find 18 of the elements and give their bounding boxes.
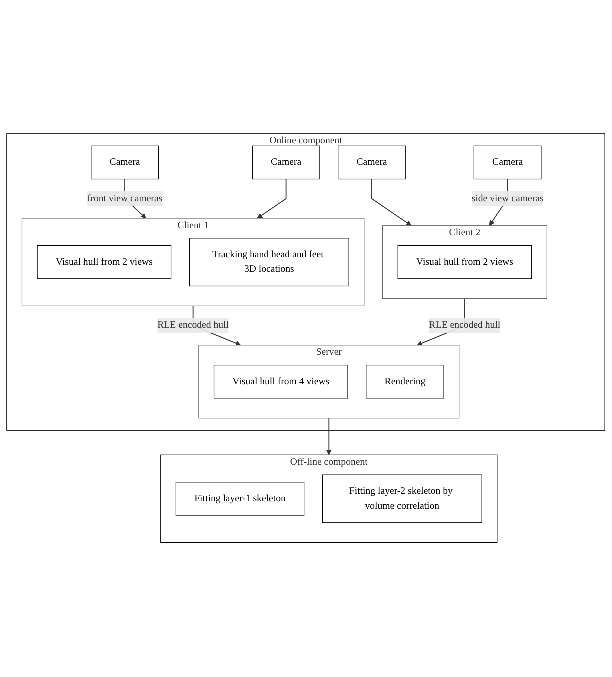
node-box: Camera xyxy=(474,146,542,180)
arrow xyxy=(257,178,287,219)
node-box: Tracking hand head and feet 3D locations xyxy=(189,238,350,287)
arrow xyxy=(372,178,412,226)
node-box: Camera xyxy=(91,146,159,180)
node-box: Visual hull from 4 views xyxy=(214,365,348,399)
node-box: Rendering xyxy=(366,365,444,399)
node-box: Fitting layer-1 skeleton xyxy=(176,482,305,516)
edge-label: side view cameras xyxy=(472,194,544,204)
node-box: Visual hull from 2 views xyxy=(37,246,172,280)
edge-label: front view cameras xyxy=(87,194,163,204)
node-box: Visual hull from 2 views xyxy=(398,246,532,280)
node-box: Camera xyxy=(252,146,320,180)
node-box: Fitting layer-2 skeleton by volume correlation xyxy=(322,474,482,524)
node-box: Camera xyxy=(338,146,406,180)
arrow xyxy=(326,418,332,456)
edge-label: RLE encoded hull xyxy=(158,320,230,331)
edge-label: RLE encoded hull xyxy=(429,320,501,331)
